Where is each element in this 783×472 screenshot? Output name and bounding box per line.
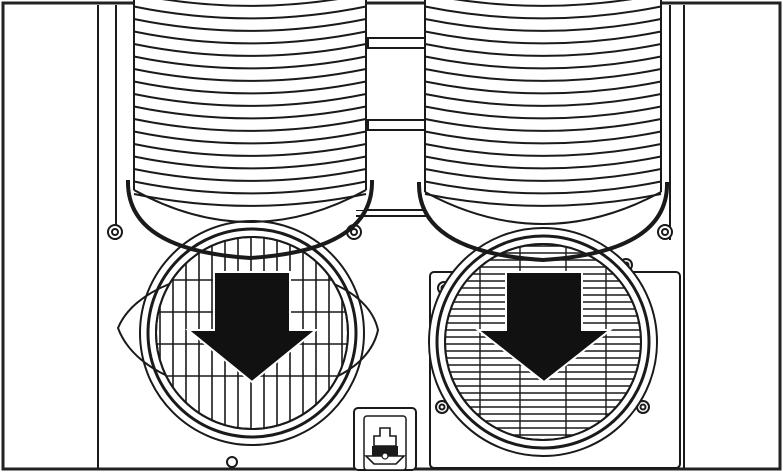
duct-ring xyxy=(424,143,662,157)
duct-ring xyxy=(424,105,662,120)
duct-ring xyxy=(133,80,367,95)
screw-right-top xyxy=(657,224,673,240)
duct-ring xyxy=(133,193,367,207)
duct-ring xyxy=(424,43,662,57)
duct-ring xyxy=(133,55,367,70)
screw-panel-bl xyxy=(435,400,449,414)
duct-ring xyxy=(133,18,367,32)
duct-ring xyxy=(424,155,662,170)
power-socket-icon xyxy=(353,407,417,471)
duct-cuff xyxy=(416,181,670,263)
screw-bottom-left xyxy=(226,456,238,468)
duct-ring xyxy=(133,118,367,132)
duct-ring xyxy=(133,143,367,157)
screw-left-top xyxy=(107,224,123,240)
duct-ring xyxy=(453,0,633,7)
left-duct xyxy=(125,0,375,261)
duct-ring xyxy=(424,193,662,207)
duct-ring xyxy=(424,80,662,95)
duct-ring xyxy=(424,18,662,32)
arrow-down-icon xyxy=(475,271,613,384)
arrow-down-icon xyxy=(185,271,319,384)
duct-ring xyxy=(424,55,662,70)
duct-ring xyxy=(133,155,367,170)
duct-ring xyxy=(424,168,662,182)
duct-ring xyxy=(133,43,367,57)
duct-ring xyxy=(133,68,367,82)
duct-ring xyxy=(424,5,662,20)
duct-ring xyxy=(133,105,367,120)
duct-ring xyxy=(424,180,662,195)
duct-ring xyxy=(424,68,662,82)
duct-ring xyxy=(424,93,662,107)
duct-ring xyxy=(133,30,367,45)
duct-ring xyxy=(133,5,367,20)
duct-ring xyxy=(133,93,367,107)
duct-cuff xyxy=(125,179,375,261)
duct-ring xyxy=(424,118,662,132)
duct-ring xyxy=(133,189,367,223)
right-duct xyxy=(416,0,670,263)
duct-ring xyxy=(424,130,662,145)
duct-ring xyxy=(133,130,367,145)
duct-ring xyxy=(133,168,367,182)
duct-ring xyxy=(161,0,339,7)
duct-ring xyxy=(424,191,662,225)
duct-ring xyxy=(133,180,367,195)
duct-ring xyxy=(424,30,662,45)
